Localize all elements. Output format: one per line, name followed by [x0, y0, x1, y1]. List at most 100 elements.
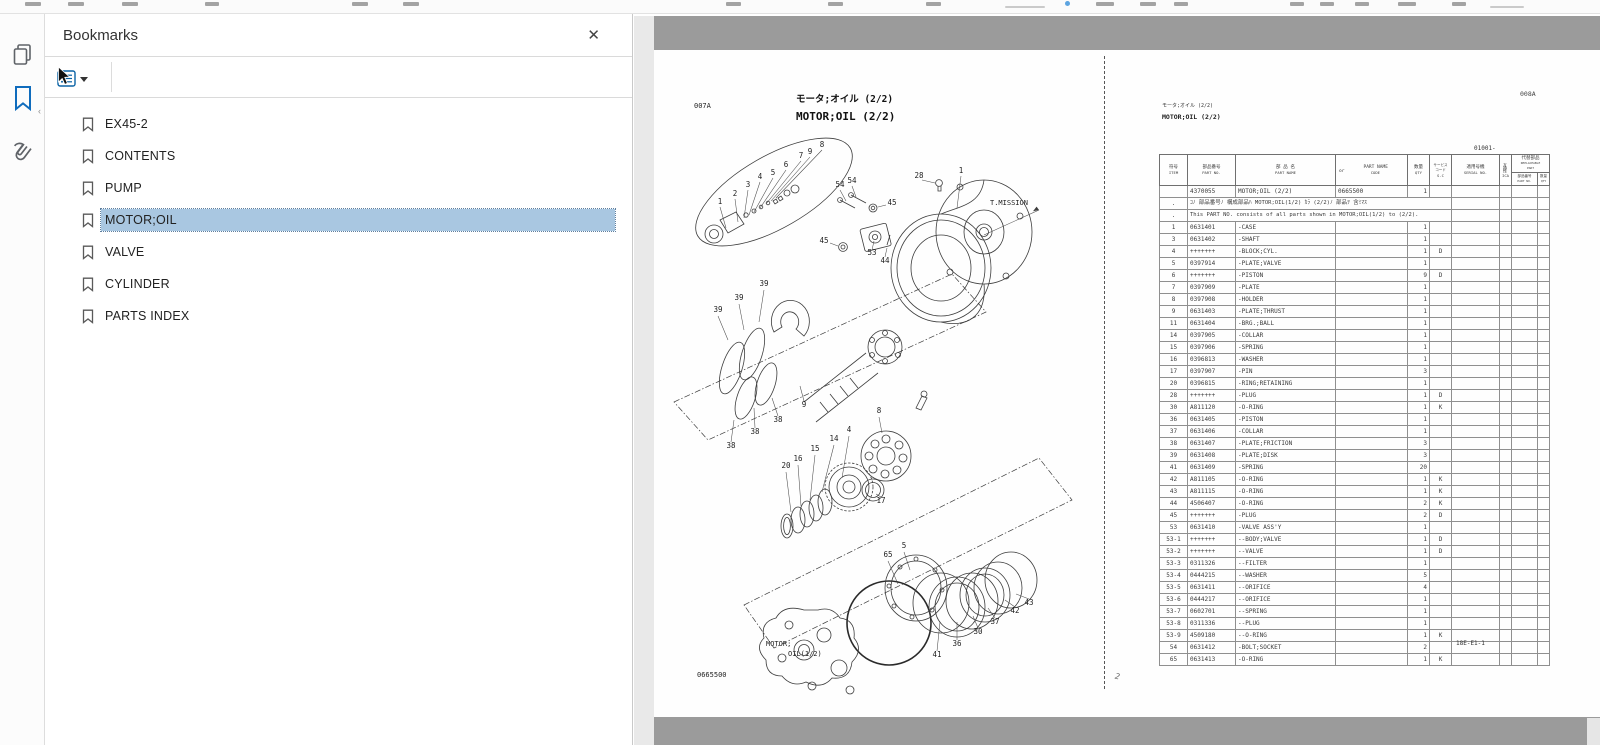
- part-callout: 6: [784, 160, 789, 169]
- part-callout: 54: [835, 180, 845, 189]
- bookmarks-icon[interactable]: [9, 84, 37, 112]
- part-callout: 4: [758, 172, 763, 181]
- toolbar-icon-fragment[interactable]: [926, 2, 941, 6]
- serial-range: 01001-: [1474, 145, 1496, 152]
- valve-block-drawing: [837, 179, 943, 252]
- bookmark-item-label: PARTS INDEX: [105, 309, 190, 323]
- page-copy-icon[interactable]: [9, 40, 37, 68]
- part-callout: 65: [883, 550, 892, 559]
- toolbar-icon-fragment[interactable]: [352, 2, 368, 6]
- page-title-jp: モータ;オイル (2/2): [1162, 103, 1214, 109]
- page-title-en: MOTOR;OIL (2/2): [796, 110, 895, 123]
- footer-ref: 0665500: [697, 671, 727, 679]
- toolbar-icon-fragment[interactable]: [205, 2, 219, 6]
- toolbar-icon-fragment[interactable]: [68, 2, 84, 6]
- toolbar-icon-fragment[interactable]: [1140, 2, 1156, 6]
- toolbar-icon-fragment[interactable]: [726, 2, 741, 6]
- bookmark-item-pump[interactable]: PUMP: [45, 172, 632, 204]
- motor-ref-label-2: OIL(1/2): [788, 650, 822, 658]
- toolbar-icon-fragment[interactable]: [1174, 2, 1188, 6]
- toolbar-icon-fragment[interactable]: [1355, 2, 1369, 6]
- toolbar-icon-fragment[interactable]: [1005, 6, 1045, 8]
- bookmark-item-label: CYLINDER: [105, 277, 170, 291]
- part-callout: 4: [847, 425, 852, 434]
- toolbar-icon-fragment[interactable]: [1490, 6, 1524, 8]
- part-callout: 39: [713, 305, 722, 314]
- part-callout: 15: [810, 444, 819, 453]
- bookmark-item-parts-index[interactable]: PARTS INDEX: [45, 300, 632, 332]
- part-callout: 5: [771, 168, 776, 177]
- motor-body-drawing: [759, 607, 859, 695]
- toolbar-icon-fragment[interactable]: [25, 2, 41, 6]
- bookmark-icon: [82, 149, 94, 164]
- bookmark-item-label: CONTENTS: [105, 149, 176, 163]
- bookmark-icon: [82, 277, 94, 292]
- attachments-icon[interactable]: [9, 136, 37, 164]
- part-callout: 30: [973, 627, 983, 636]
- part-callout: 38: [750, 427, 760, 436]
- bookmark-item-valve[interactable]: VALVE: [45, 236, 632, 268]
- catalog-page-008a: 008A モータ;オイル (2/2) MOTOR;OIL (2/2) 01001…: [1104, 50, 1600, 717]
- bookmark-item-contents[interactable]: CONTENTS: [45, 140, 632, 172]
- catalog-page-007a: 007A モータ;オイル (2/2) MOTOR;OIL (2/2) T.MIS…: [654, 50, 1104, 717]
- part-callout: 16: [793, 454, 803, 463]
- close-icon[interactable]: ✕: [587, 27, 600, 44]
- top-toolbar-cutoff: [0, 0, 1600, 14]
- panel-collapse-chevron[interactable]: ‹: [38, 106, 41, 116]
- part-callout: 1: [959, 166, 964, 175]
- toolbar-icon-fragment[interactable]: [1320, 2, 1334, 6]
- part-callout: 54: [847, 176, 857, 185]
- toolbar-icon-fragment[interactable]: [1452, 2, 1466, 6]
- bookmark-item-label: EX45-2: [105, 117, 148, 131]
- toolbar-icon-fragment[interactable]: [1096, 2, 1114, 6]
- part-callout: 2: [733, 189, 738, 198]
- bookmarks-panel-header: Bookmarks ✕: [45, 14, 632, 57]
- part-callout: 45: [887, 198, 896, 207]
- toolbar-icon-fragment[interactable]: [1398, 2, 1416, 6]
- seal-ring-stack-drawing: [846, 551, 1038, 666]
- part-callout: 42: [1010, 606, 1019, 615]
- part-callout: 37: [990, 617, 999, 626]
- toolbar-icon-fragment[interactable]: [122, 2, 138, 6]
- toolbar-icon-fragment[interactable]: [1065, 1, 1070, 6]
- bookmark-item-ex45-2[interactable]: EX45-2: [45, 108, 632, 140]
- toolbar-icon-fragment[interactable]: [1290, 2, 1304, 6]
- page-title-jp: モータ;オイル (2/2): [796, 93, 893, 105]
- part-callout: 7: [799, 151, 804, 160]
- part-callout: 28: [914, 171, 924, 180]
- bookmark-item-label: PUMP: [105, 181, 142, 195]
- part-callout: 1: [718, 197, 723, 206]
- document-viewport[interactable]: 007A モータ;オイル (2/2) MOTOR;OIL (2/2) T.MIS…: [634, 14, 1600, 745]
- toolbar-icon-fragment[interactable]: [828, 2, 843, 6]
- bookmark-item-cylinder[interactable]: CYLINDER: [45, 268, 632, 300]
- bookmark-item-motor-oil[interactable]: MOTOR;OIL: [45, 204, 632, 236]
- part-callout: 43: [1024, 598, 1033, 607]
- panel-title: Bookmarks: [63, 27, 139, 44]
- part-callout: 36: [952, 639, 962, 648]
- toolbar-icon-fragment[interactable]: [403, 2, 419, 6]
- page-title-en: MOTOR;OIL (2/2): [1162, 113, 1221, 121]
- page-fold-line: [1104, 56, 1105, 689]
- section-plane-upper: [673, 273, 987, 441]
- toolbar-separator: [111, 62, 112, 92]
- bookmark-icon: [82, 245, 94, 260]
